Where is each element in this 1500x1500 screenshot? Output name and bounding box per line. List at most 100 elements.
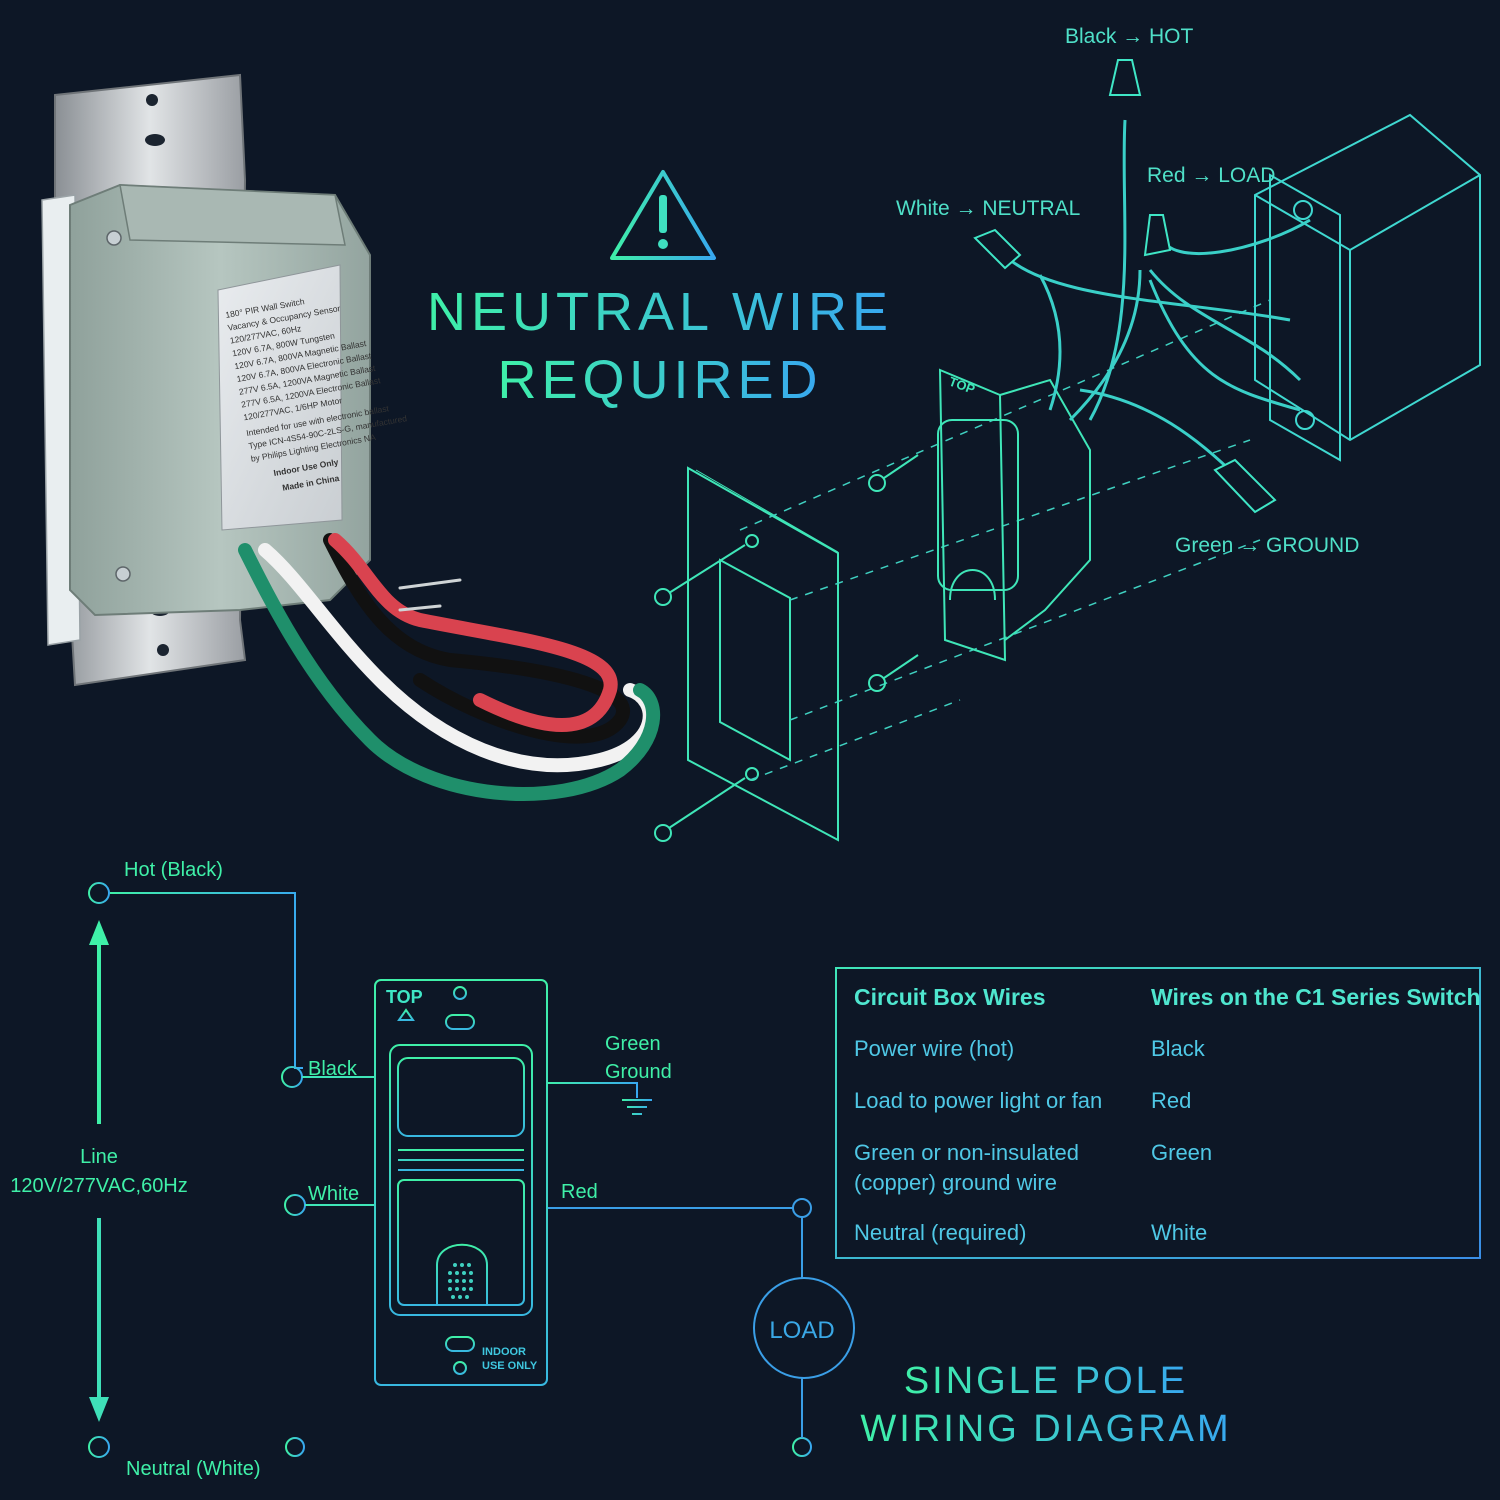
warning-triangle-icon	[610, 170, 716, 260]
plate-screw-icon	[654, 534, 759, 606]
schematic-indoor-1: INDOOR	[482, 1346, 526, 1358]
schematic-led-icon	[453, 986, 467, 1000]
label-white: White	[308, 1183, 359, 1205]
terminal-white	[284, 1194, 306, 1216]
arrow-up-shaft	[97, 944, 101, 1124]
exploded-switch-body	[938, 368, 1007, 662]
table-header: Circuit Box Wires	[854, 984, 1046, 1010]
callout-load: Red → LOAD	[1147, 164, 1275, 187]
schematic-indoor-2: USE ONLY	[482, 1360, 538, 1372]
schematic-title-1: SINGLE POLE	[904, 1360, 1188, 1402]
schematic-button-top	[445, 1014, 475, 1030]
box-wire-red	[1158, 218, 1311, 256]
schematic-switch-face	[389, 1044, 533, 1316]
box-wire-black	[1088, 119, 1127, 421]
schematic-sensor-dome	[436, 1243, 488, 1305]
strap-hole-icon	[157, 644, 169, 656]
schematic-top-label: TOP	[386, 987, 423, 1007]
hot-wire	[110, 892, 303, 1069]
warning-exclamation-bar	[659, 195, 667, 233]
exploded-sensor-lens	[937, 419, 1019, 591]
terminal-neutral	[88, 1436, 110, 1458]
label-hot: Hot (Black)	[124, 859, 223, 881]
terminal-red	[792, 1198, 812, 1218]
table-cell: Green	[1151, 1140, 1212, 1165]
schematic-lens-bottom	[397, 1179, 525, 1306]
schematic-top-arrow-icon	[397, 1008, 415, 1021]
table-cell: Black	[1151, 1036, 1206, 1061]
wall-plate	[687, 466, 839, 842]
housing-cap	[119, 184, 346, 246]
wire-copper-tip	[398, 578, 462, 590]
wire-red	[328, 533, 618, 732]
housing-screw-icon	[106, 230, 122, 246]
terminal-hot	[88, 882, 110, 904]
box-wire-green	[1079, 388, 1242, 482]
wall-plate-opening	[719, 558, 791, 762]
plate-screw-icon	[654, 767, 759, 842]
load-symbol	[753, 1277, 855, 1379]
alignment-lines	[739, 299, 1271, 781]
line-arrows	[89, 920, 109, 1422]
wire-leads	[238, 533, 660, 801]
callout-ground: Green → GROUND	[1175, 534, 1359, 557]
device-screw-icon	[868, 654, 919, 692]
table-header: Wires on the C1 Series Switch	[1151, 984, 1481, 1010]
label-line: Line	[80, 1146, 118, 1168]
table-cell-line: Green or non-insulated	[854, 1140, 1079, 1165]
device-screw-icon	[868, 454, 919, 492]
callout-neutral: White → NEUTRAL	[896, 197, 1080, 220]
warning-exclamation-dot	[658, 239, 668, 249]
terminal-neutral-mid	[285, 1437, 305, 1457]
schematic-button-bottom	[445, 1336, 475, 1352]
arrow-up-icon	[89, 920, 109, 945]
strap-hole-icon	[146, 94, 158, 106]
electrical-box	[1254, 113, 1481, 462]
label-line-rating: 120V/277VAC,60Hz	[10, 1175, 188, 1197]
spec-sticker	[217, 264, 343, 531]
wire-copper-tip	[398, 604, 442, 612]
terminal-black	[281, 1066, 303, 1088]
box-wires	[998, 119, 1311, 482]
wire-callouts: Black → HOT Red → LOAD White → NEUTRAL G…	[896, 25, 1359, 557]
wall-plate-edge	[695, 469, 839, 553]
callout-hot: Black → HOT	[1065, 25, 1194, 48]
ground-wire	[546, 1082, 638, 1098]
terminal-load-bottom	[792, 1437, 812, 1457]
wire-nut-icon	[1143, 214, 1172, 257]
label-red: Red	[561, 1181, 598, 1203]
wire-black	[323, 533, 630, 744]
label-neutral: Neutral (White)	[126, 1458, 260, 1480]
schematic-title-2: WIRING DIAGRAM	[860, 1408, 1231, 1450]
table-cell: Red	[1151, 1088, 1191, 1113]
table-cell: Load to power light or fan	[854, 1088, 1102, 1113]
wire-nut-icon	[1108, 59, 1142, 96]
wire-nut-icon	[1213, 458, 1277, 514]
table-frame	[835, 967, 1481, 1259]
schematic-switch	[374, 979, 548, 1386]
table-cell-line: (copper) ground wire	[854, 1170, 1057, 1195]
exploded-top-label: TOP	[947, 374, 977, 397]
switch-photo: 180° PIR Wall Switch Vacancy & Occupancy…	[41, 73, 660, 801]
schematic-sensor-dots	[448, 1263, 473, 1299]
box-wire-white	[998, 249, 1291, 322]
exploded-switch-housing	[999, 378, 1091, 641]
arrow-down-icon	[89, 1397, 109, 1422]
label-load: LOAD	[769, 1317, 834, 1344]
label-ground-1: Green	[605, 1033, 661, 1055]
schematic: Hot (Black) Neutral (White) Line 120V/27…	[10, 859, 1231, 1480]
table-cell: Power wire (hot)	[854, 1036, 1014, 1061]
wire-nut-icon	[973, 228, 1022, 270]
schematic-lens-top	[397, 1057, 525, 1137]
strap-slot-icon	[145, 134, 165, 146]
exploded-assembly: TOP	[654, 59, 1481, 842]
table-cell: Neutral (required)	[854, 1220, 1026, 1245]
warning-block: NEUTRAL WIRE REQUIRED	[427, 170, 893, 410]
ground-symbol-icon	[622, 1099, 652, 1115]
label-ground-2: Ground	[605, 1061, 672, 1083]
warning-headline-1: NEUTRAL WIRE	[427, 282, 893, 342]
table-cell: White	[1151, 1220, 1207, 1245]
housing-screw-icon	[115, 566, 131, 582]
label-black: Black	[308, 1058, 358, 1080]
